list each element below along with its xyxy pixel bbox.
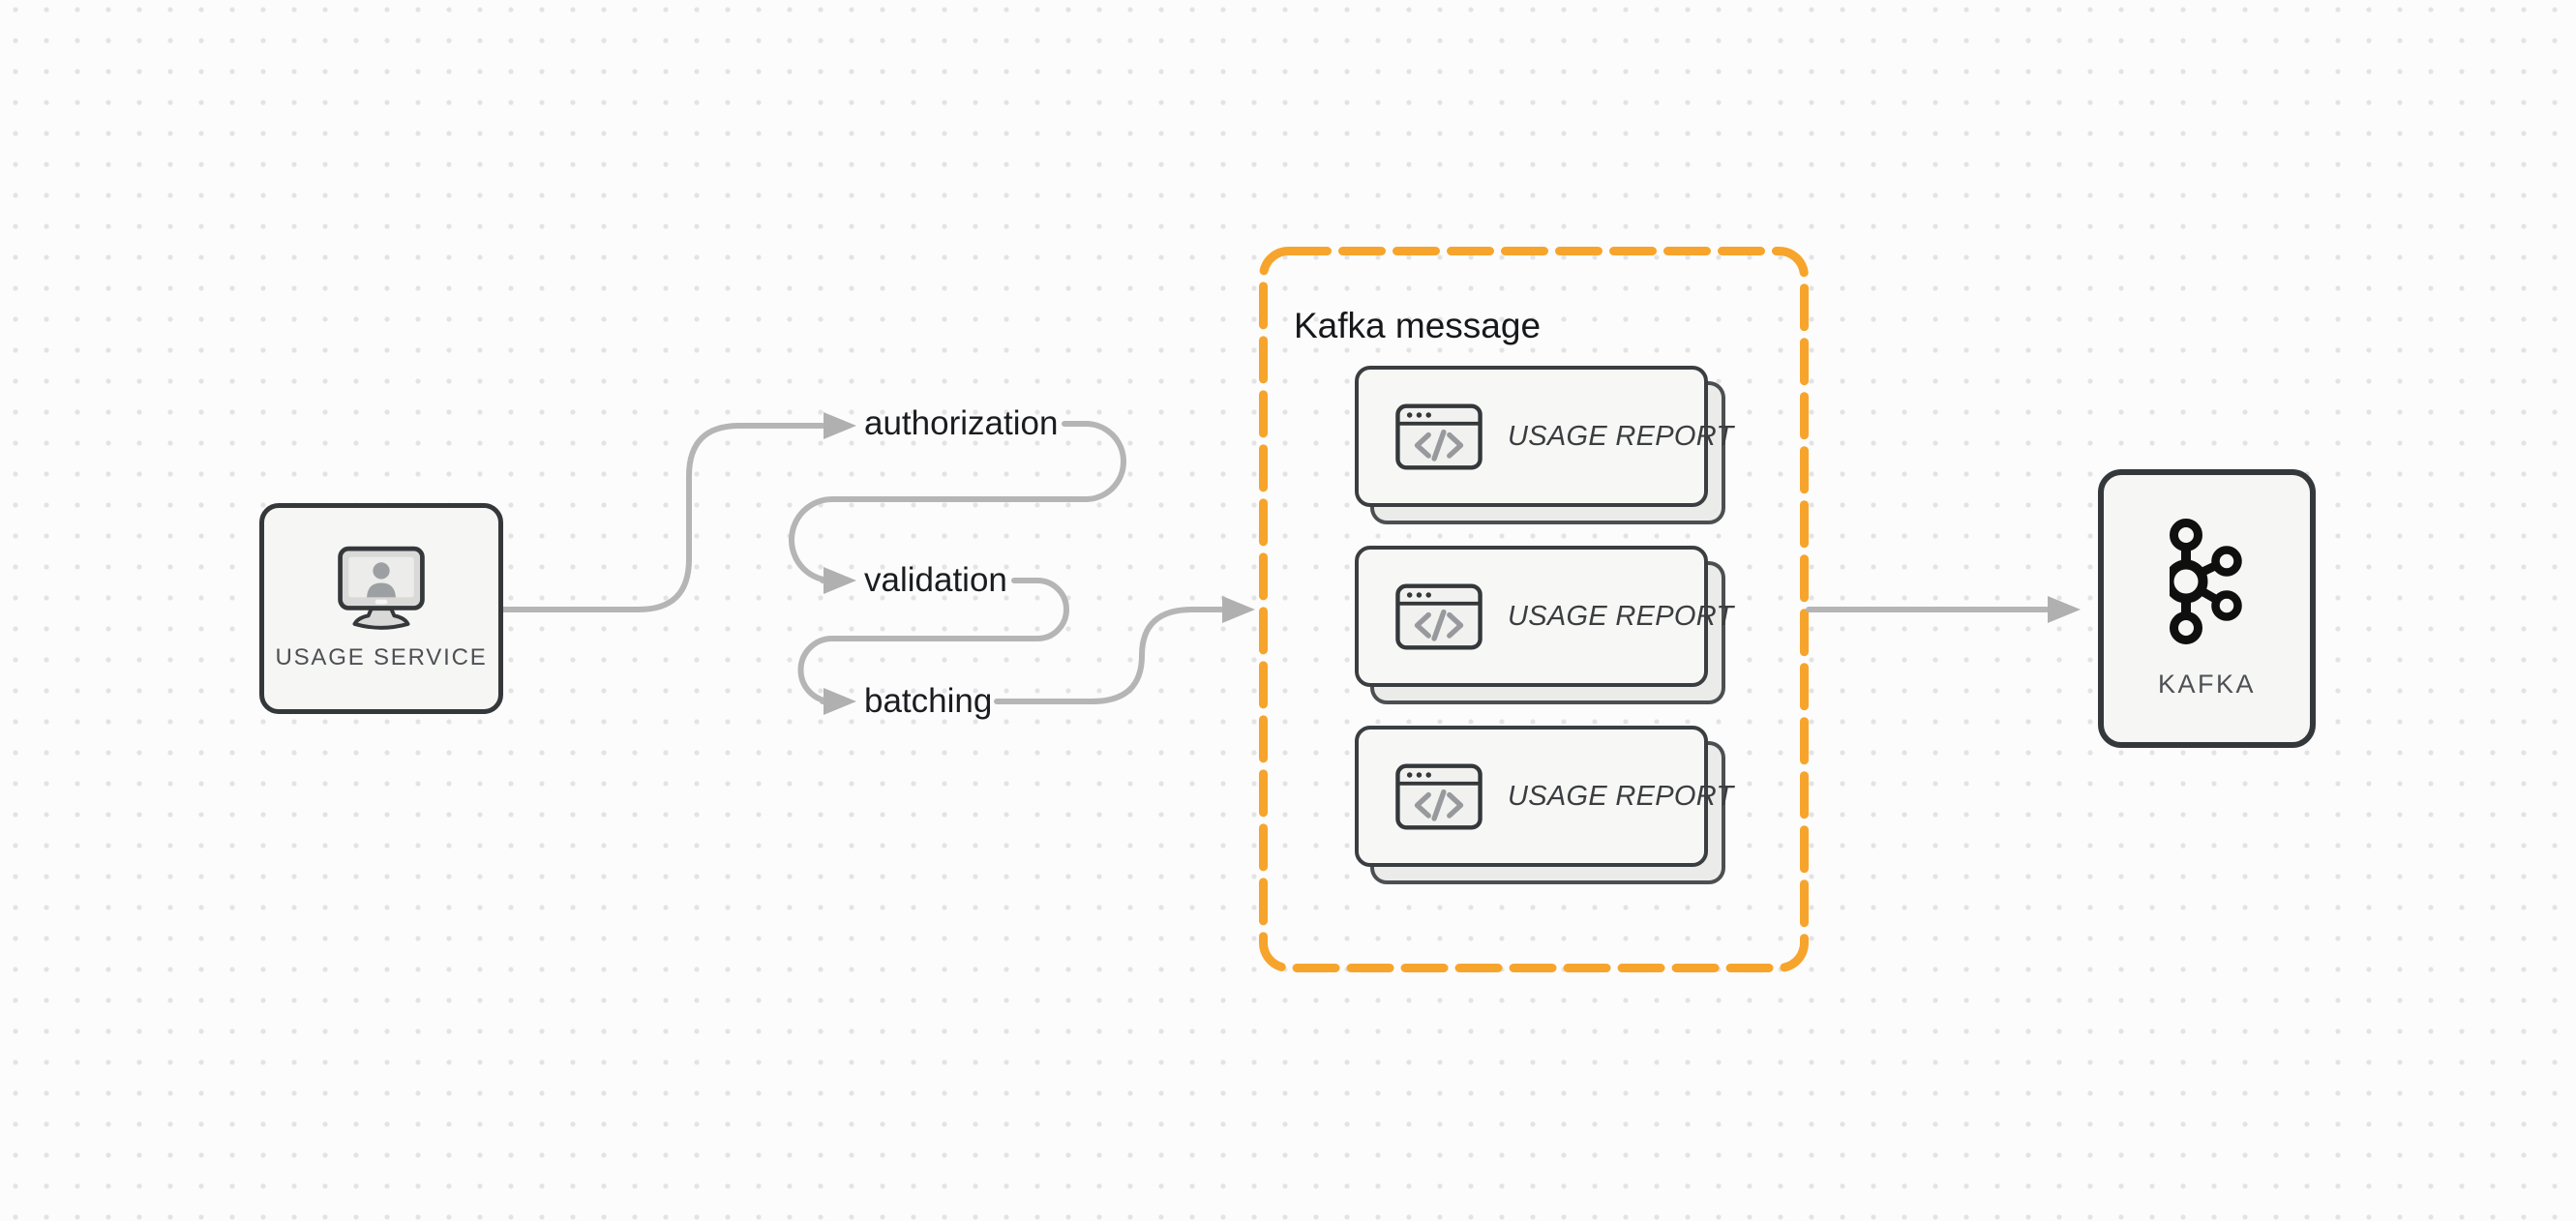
kafka-node[interactable]: KAFKA (2098, 469, 2316, 748)
step-label-authorization[interactable]: authorization (864, 404, 1059, 442)
usage-report-card[interactable]: USAGE REPORT (1355, 366, 1733, 507)
step-label-validation[interactable]: validation (864, 561, 1007, 599)
flow-batching-to-group[interactable] (994, 607, 1224, 704)
flow-validation-to-batching[interactable] (797, 578, 1069, 704)
usage-report-card[interactable]: USAGE REPORT (1355, 726, 1733, 867)
kafka-label: KAFKA (2157, 669, 2257, 699)
usage-report-card[interactable]: USAGE REPORT (1355, 546, 1733, 687)
arrowhead-kafka (2048, 596, 2081, 623)
usage-report-label: USAGE REPORT (1508, 420, 1734, 452)
usage-service-node[interactable]: USAGE SERVICE (259, 503, 503, 714)
arrowhead-group (1222, 596, 1255, 623)
kafka-message-group-label[interactable]: Kafka message (1294, 306, 1542, 345)
usage-report-label: USAGE REPORT (1508, 780, 1734, 812)
monitor-user-icon (338, 546, 425, 630)
code-window-icon (1395, 403, 1483, 469)
arrowhead-authorization (824, 412, 856, 439)
usage-report-label: USAGE REPORT (1508, 600, 1734, 632)
flow-authorization-to-validation[interactable] (789, 421, 1126, 583)
step-label-batching[interactable]: batching (864, 682, 993, 720)
code-window-icon (1395, 763, 1483, 829)
kafka-message-group-border[interactable] (1259, 247, 1809, 972)
kafka-logo-icon (2169, 518, 2242, 644)
arrowhead-validation (824, 567, 856, 594)
usage-service-label: USAGE SERVICE (275, 644, 488, 670)
code-window-icon (1395, 583, 1483, 649)
arrowhead-batching (824, 688, 856, 715)
flow-service-to-authorization[interactable] (500, 423, 825, 612)
